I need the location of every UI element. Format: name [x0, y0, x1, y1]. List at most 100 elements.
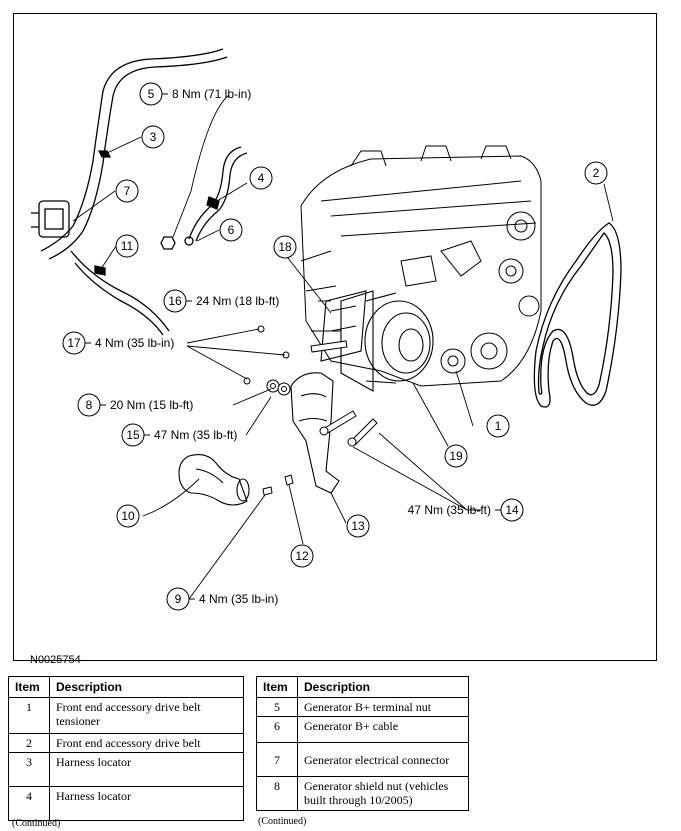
callout-number: 19: [449, 449, 463, 463]
callout-number: 8: [86, 398, 93, 412]
callout-number: 4: [258, 171, 265, 185]
continued-note-right: (Continued): [258, 816, 307, 827]
legend-header-description: Description: [297, 676, 469, 698]
table-row: 1 Front end accessory drive belt tension…: [8, 697, 244, 734]
callout-circle: [141, 125, 165, 149]
table-row: 3 Harness locator: [8, 752, 244, 787]
callout-number: 2: [593, 166, 600, 180]
callout-number: 5: [148, 87, 155, 101]
callout-2: 2: [584, 161, 608, 185]
callout-circle: [444, 444, 468, 468]
legend-item-number: 8: [256, 776, 298, 811]
fasteners-drawing: [243, 325, 378, 496]
callout-number: 1: [495, 419, 502, 433]
callout-16: 16 24 Nm (18 lb-ft): [163, 289, 279, 313]
callout-13: 13: [346, 514, 370, 538]
torque-label: 8 Nm (71 lb-in): [172, 87, 251, 101]
torque-label: 4 Nm (35 lb-in): [95, 336, 174, 350]
table-row: 4 Harness locator: [8, 786, 244, 821]
legend-header-item: Item: [8, 676, 50, 698]
legend-item-description: Generator B+ cable: [297, 716, 469, 743]
callout-1: 1: [486, 414, 510, 438]
callout-number: 16: [168, 294, 182, 308]
callout-18: 18: [273, 235, 297, 259]
legend-header-row: Item Description: [256, 676, 469, 698]
callout-15: 15 47 Nm (35 lb-ft): [121, 423, 237, 447]
legend-item-number: 3: [8, 752, 50, 787]
figure-id: N0025754: [30, 654, 81, 666]
callout-number: 15: [126, 428, 140, 442]
leader-lines: [72, 94, 614, 600]
callout-number: 7: [124, 184, 131, 198]
table-row: 7 Generator electrical connector: [256, 742, 469, 777]
callout-9: 9 4 Nm (35 lb-in): [166, 587, 278, 611]
table-row: 6 Generator B+ cable: [256, 716, 469, 743]
callout-number: 9: [175, 592, 182, 606]
legend-item-description: Front end accessory drive belt: [49, 733, 244, 753]
wiring-harness-drawing: [31, 48, 248, 336]
callout-circle: [273, 235, 297, 259]
legend-header-row: Item Description: [8, 676, 244, 698]
legend-item-description: Harness locator: [49, 786, 244, 821]
legend-item-description: Generator B+ terminal nut: [297, 697, 469, 717]
legend-table-left: Item Description 1 Front end accessory d…: [8, 676, 244, 821]
torque-label: 4 Nm (35 lb-in): [199, 592, 278, 606]
torque-label: 47 Nm (35 lb-ft): [154, 428, 237, 442]
callout-11: 11: [115, 234, 139, 258]
table-row: 5 Generator B+ terminal nut: [256, 697, 469, 717]
callout-number: 6: [228, 223, 235, 237]
callout-circle: [115, 179, 139, 203]
legend-item-description: Generator shield nut (vehicles built thr…: [297, 776, 469, 811]
callout-number: 12: [295, 549, 309, 563]
legend-item-number: 1: [8, 697, 50, 734]
callout-6: 6: [219, 218, 243, 242]
callout-circle: [290, 544, 314, 568]
hose-drawing: [178, 454, 250, 506]
table-row: 2 Front end accessory drive belt: [8, 733, 244, 753]
torque-label: 47 Nm (35 lb-ft): [408, 503, 491, 517]
drive-belt-drawing: [533, 222, 622, 408]
callout-number: 18: [278, 240, 292, 254]
callout-4: 4: [249, 166, 273, 190]
callout-5: 5 8 Nm (71 lb-in): [139, 82, 251, 106]
callout-circle: [486, 414, 510, 438]
callout-circle: [346, 514, 370, 538]
legend-item-description: Generator electrical connector: [297, 742, 469, 777]
callout-number: 17: [67, 336, 81, 350]
callout-19: 19: [444, 444, 468, 468]
callout-17: 17 4 Nm (35 lb-in): [62, 331, 174, 355]
callout-number: 13: [351, 519, 365, 533]
table-row: 8 Generator shield nut (vehicles built t…: [256, 776, 469, 811]
callout-circle: [219, 218, 243, 242]
callout-8: 8 20 Nm (15 lb-ft): [77, 393, 193, 417]
callout-12: 12: [290, 544, 314, 568]
callout-number: 11: [121, 239, 134, 253]
legend-item-number: 7: [256, 742, 298, 777]
legend-item-number: 2: [8, 733, 50, 753]
legend-item-number: 4: [8, 786, 50, 821]
legend-header-description: Description: [49, 676, 244, 698]
torque-label: 20 Nm (15 lb-ft): [110, 398, 193, 412]
callout-circle: [116, 504, 140, 528]
callout-circle: [115, 234, 139, 258]
engine-block-drawing: [300, 145, 542, 387]
legend-item-number: 6: [256, 716, 298, 743]
callout-3: 3: [141, 125, 165, 149]
callout-circle: [249, 166, 273, 190]
legend-item-number: 5: [256, 697, 298, 717]
callout-circle: [584, 161, 608, 185]
continued-note-left: (Continued): [12, 818, 61, 829]
legend-table-right: Item Description 5 Generator B+ terminal…: [256, 676, 469, 811]
callout-14: 14 47 Nm (35 lb-ft): [408, 498, 524, 522]
callout-number: 14: [505, 503, 519, 517]
callout-7: 7: [115, 179, 139, 203]
callout-number: 10: [121, 509, 135, 523]
legend-item-description: Harness locator: [49, 752, 244, 787]
generator-drawing: [340, 290, 434, 392]
callout-10: 10: [116, 504, 140, 528]
torque-label: 24 Nm (18 lb-ft): [196, 294, 279, 308]
legend-item-description: Front end accessory drive belt tensioner: [49, 697, 244, 734]
